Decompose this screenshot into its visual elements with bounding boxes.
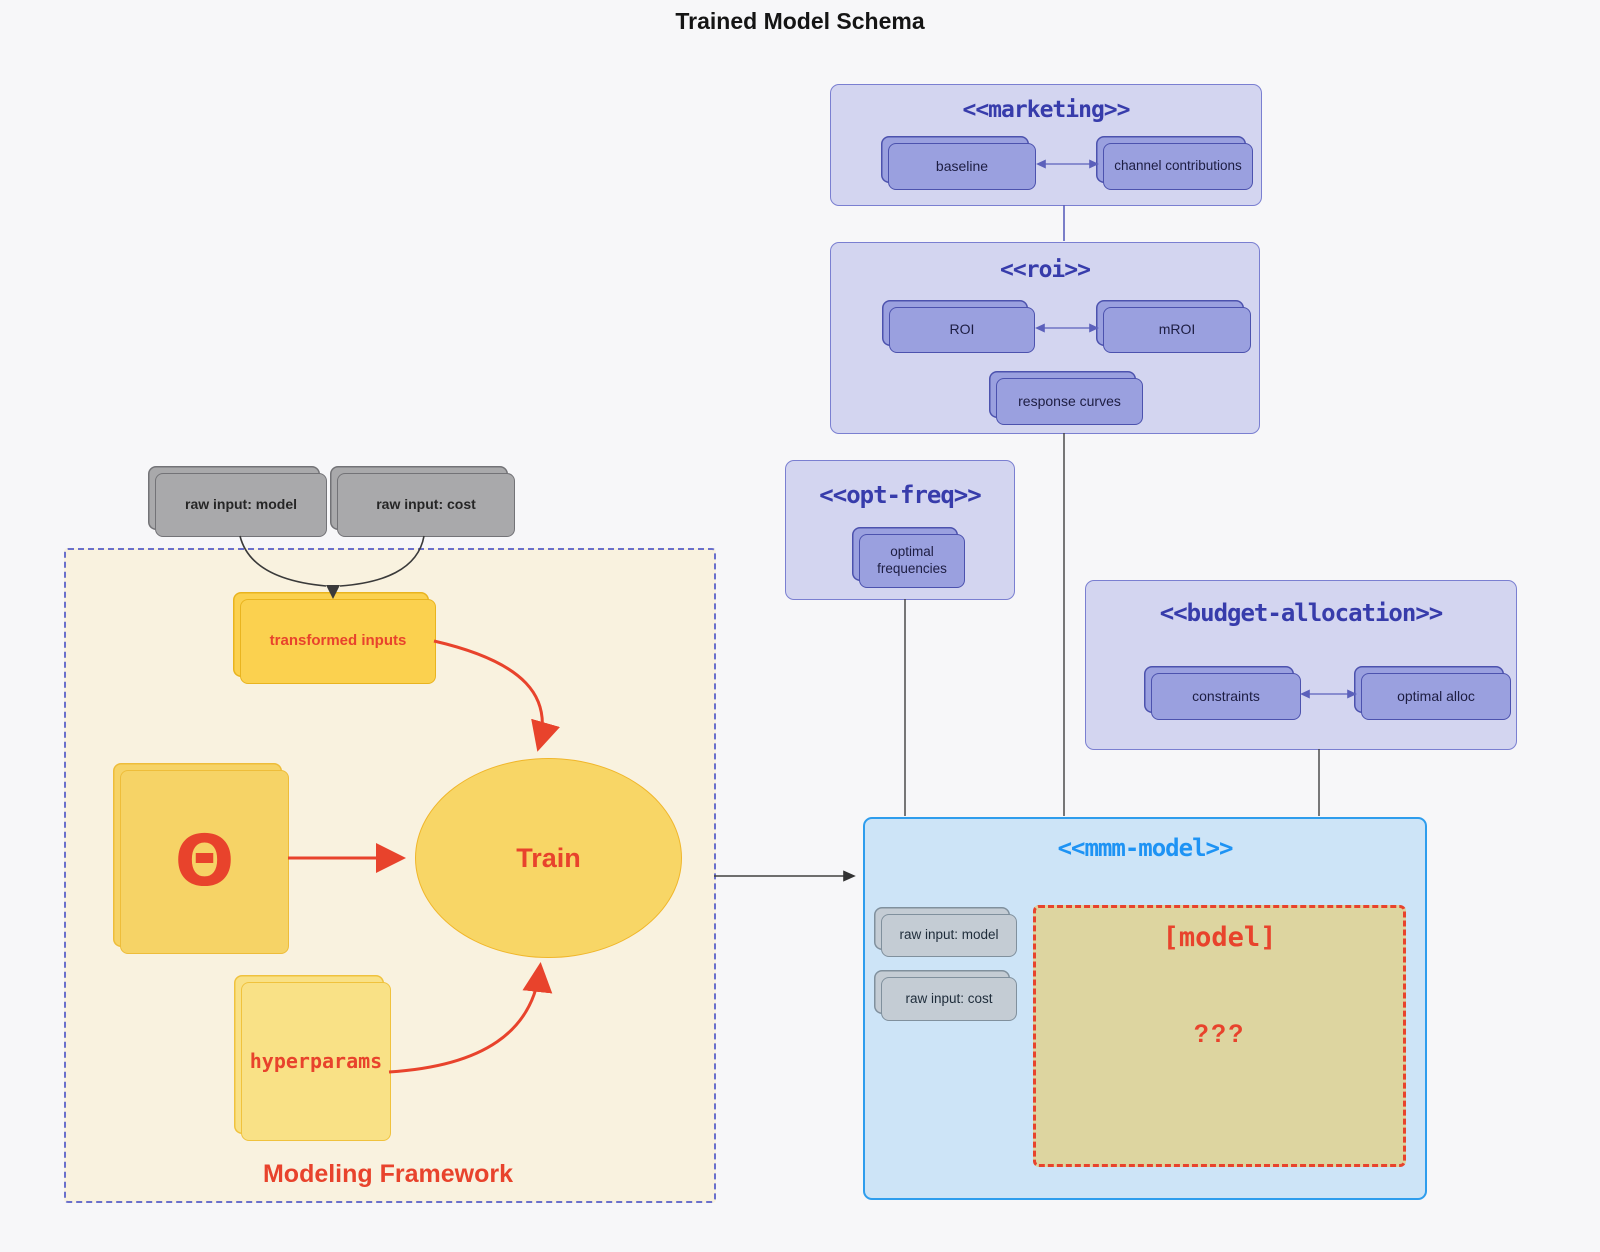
theta-glyph: Θ (174, 820, 235, 903)
model-placeholder-box: [model] ??? (1033, 905, 1406, 1167)
group-budget-allocation-title: <<budget-allocation>> (1159, 599, 1443, 627)
group-marketing-title: <<marketing>> (962, 97, 1130, 123)
node-mmm-raw-input-model: raw input: model (881, 914, 1017, 957)
group-roi-title: <<roi>> (1000, 257, 1091, 283)
node-channel-contributions: channel contributions (1103, 143, 1253, 190)
group-mmm-model-title: <<mmm-model>> (1057, 834, 1234, 862)
diagram-title: Trained Model Schema (675, 8, 925, 34)
group-mmm-model: <<mmm-model>> raw input: model raw input… (863, 817, 1427, 1200)
group-roi: <<roi>> ROI mROI response curves (830, 242, 1260, 434)
group-opt-freq-title: <<opt-freq>> (819, 481, 981, 509)
model-placeholder-label: [model] (1162, 922, 1277, 953)
node-mroi: mROI (1103, 307, 1251, 353)
node-theta: Θ (120, 770, 289, 954)
node-transformed-inputs: transformed inputs (240, 599, 436, 684)
group-budget-allocation: <<budget-allocation>> constraints optima… (1085, 580, 1517, 750)
node-optimal-frequencies: optimal frequencies (859, 534, 965, 588)
group-marketing: <<marketing>> baseline channel contribut… (830, 84, 1262, 206)
node-raw-input-model: raw input: model (155, 473, 327, 537)
node-train: Train (415, 758, 682, 958)
node-hyperparams: hyperparams (241, 982, 391, 1141)
node-roi: ROI (889, 307, 1035, 353)
node-baseline: baseline (888, 143, 1036, 190)
group-opt-freq: <<opt-freq>> optimal frequencies (785, 460, 1015, 600)
model-placeholder-value: ??? (1193, 1020, 1246, 1048)
node-constraints: constraints (1151, 673, 1301, 720)
node-raw-input-cost: raw input: cost (337, 473, 515, 537)
modeling-framework-label: Modeling Framework (262, 1160, 514, 1188)
node-optimal-alloc: optimal alloc (1361, 673, 1511, 720)
node-response-curves: response curves (996, 378, 1143, 425)
group-modeling-framework: transformed inputs Θ Train hyperparams (64, 548, 716, 1203)
node-mmm-raw-input-cost: raw input: cost (881, 977, 1017, 1021)
